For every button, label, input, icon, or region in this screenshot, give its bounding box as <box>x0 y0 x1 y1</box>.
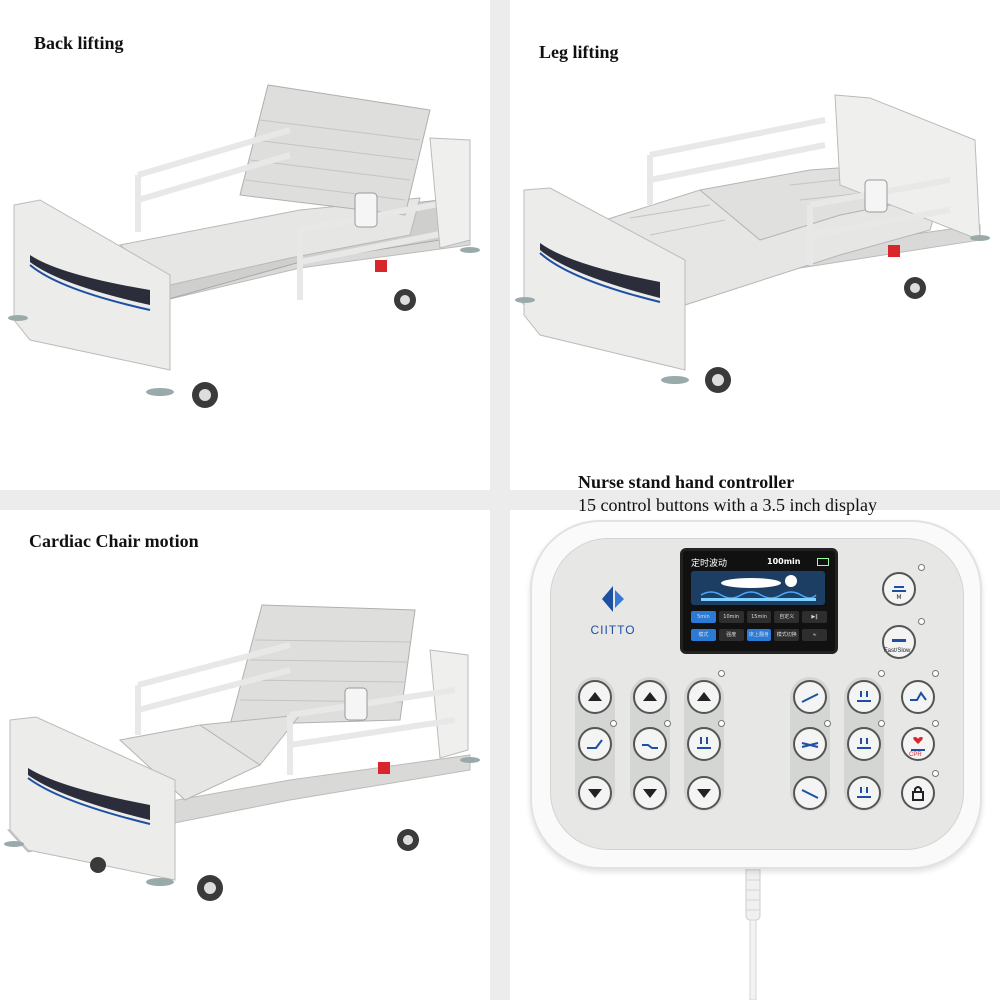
indicator-led <box>664 720 671 727</box>
caption-cardiac-chair: Cardiac Chair motion <box>29 531 199 551</box>
fast-slow-button[interactable] <box>882 625 916 659</box>
trendelenburg-button[interactable] <box>793 680 827 714</box>
lock-icon <box>912 786 924 801</box>
indicator-led <box>610 720 617 727</box>
bed-height-icon <box>697 737 711 749</box>
caption-back-lifting: Back lifting <box>34 33 124 53</box>
indicator-led <box>932 670 939 677</box>
indicator-led <box>932 720 939 727</box>
arrow-down-icon <box>643 789 657 798</box>
cpr-label: CPR <box>909 752 922 758</box>
battery-icon <box>817 558 829 566</box>
cardiac-chair-button[interactable] <box>901 680 935 714</box>
reverse-tilt-button[interactable] <box>793 776 827 810</box>
controller-display: 定时波动 100min 5min 10min 15min 自定义 ▶‖ 模式 强… <box>680 548 838 654</box>
bed-raise-icon <box>857 691 871 702</box>
arrow-down-icon <box>697 789 711 798</box>
arrow-up-icon <box>697 692 711 701</box>
back-rest-icon <box>587 739 603 749</box>
controller-cable <box>745 860 761 1000</box>
panel-divider-horizontal <box>0 490 1000 510</box>
chip-play-pause[interactable]: ▶‖ <box>802 611 827 623</box>
chip-mode[interactable]: 模式 <box>691 629 716 641</box>
arrow-up-icon <box>643 692 657 701</box>
memory-label: M <box>896 594 901 600</box>
panel-leg-lifting: Leg lifting <box>510 0 1000 490</box>
chip-turn-over[interactable]: 床上翻身 <box>746 629 772 641</box>
memory-button[interactable]: M <box>882 572 916 606</box>
auto-down-button[interactable] <box>847 776 881 810</box>
bed-level-icon <box>857 738 871 749</box>
tilt-foot-down-icon <box>801 789 819 799</box>
display-mattress-graphic <box>691 571 825 605</box>
height-section-button[interactable] <box>687 727 721 761</box>
bed-back-lifting-illustration <box>8 84 480 408</box>
panel-back-lifting: Back lifting <box>0 0 490 490</box>
brand-name: CIITTO <box>590 623 636 637</box>
back-down-button[interactable] <box>578 776 612 810</box>
fast-slow-icon <box>892 639 906 642</box>
indicator-led <box>824 720 831 727</box>
height-up-button[interactable] <box>687 680 721 714</box>
knee-up-button[interactable] <box>633 680 667 714</box>
tilt-icon <box>801 742 819 748</box>
chip-mode-switch[interactable]: 模式切换 <box>774 629 800 641</box>
display-row-timer: 5min 10min 15min 自定义 ▶‖ <box>691 611 827 623</box>
height-down-button[interactable] <box>687 776 721 810</box>
chip-10min[interactable]: 10min <box>718 611 744 623</box>
chip-15min[interactable]: 15min <box>746 611 772 623</box>
tilt-head-down-icon <box>801 693 819 703</box>
mattress-wave-icon <box>700 575 817 601</box>
knee-rest-icon <box>642 744 658 749</box>
hand-controller: CIITTO 定时波动 100min 5min 10min 15min 自定义 … <box>530 520 982 869</box>
lock-button[interactable] <box>901 776 935 810</box>
indicator-led <box>718 670 725 677</box>
chip-intensity[interactable]: 强度 <box>718 629 744 641</box>
panel-cardiac-chair: Cardiac Chair motion <box>0 510 490 1000</box>
tilt-section-button[interactable] <box>793 727 827 761</box>
caption-leg-lifting: Leg lifting <box>539 42 619 62</box>
chip-wave[interactable]: ≈ <box>802 629 827 641</box>
display-timer: 100min <box>767 557 801 566</box>
back-up-button[interactable] <box>578 680 612 714</box>
indicator-led <box>932 770 939 777</box>
chip-5min[interactable]: 5min <box>691 611 716 623</box>
auto-up-button[interactable] <box>847 680 881 714</box>
indicator-led <box>918 618 925 625</box>
controller-subtitle: 15 control buttons with a 3.5 inch displ… <box>578 495 877 515</box>
chip-custom[interactable]: 自定义 <box>774 611 800 623</box>
knee-down-button[interactable] <box>633 776 667 810</box>
back-section-button[interactable] <box>578 727 612 761</box>
cpr-button[interactable] <box>901 727 935 761</box>
indicator-led <box>878 720 885 727</box>
indicator-led <box>878 670 885 677</box>
arrow-down-icon <box>588 789 602 798</box>
memory-position-icon: M <box>892 586 906 600</box>
knee-section-button[interactable] <box>633 727 667 761</box>
display-mode-title: 定时波动 <box>691 559 728 569</box>
level-button[interactable] <box>847 727 881 761</box>
fast-slow-label: Fast/Slow <box>884 648 911 654</box>
brand-logo: CIITTO <box>588 584 638 637</box>
ciitto-logo-icon <box>602 586 624 612</box>
indicator-led <box>918 564 925 571</box>
indicator-led <box>718 720 725 727</box>
arrow-up-icon <box>588 692 602 701</box>
display-row-mode: 模式 强度 床上翻身 模式切换 ≈ <box>691 629 827 641</box>
bed-cardiac-chair-illustration <box>4 604 480 901</box>
controller-title: Nurse stand hand controller <box>578 472 795 492</box>
chair-position-icon <box>910 691 927 701</box>
heart-icon <box>911 737 925 751</box>
bed-leg-lifting-illustration <box>515 94 990 393</box>
bed-lower-icon <box>857 787 871 798</box>
